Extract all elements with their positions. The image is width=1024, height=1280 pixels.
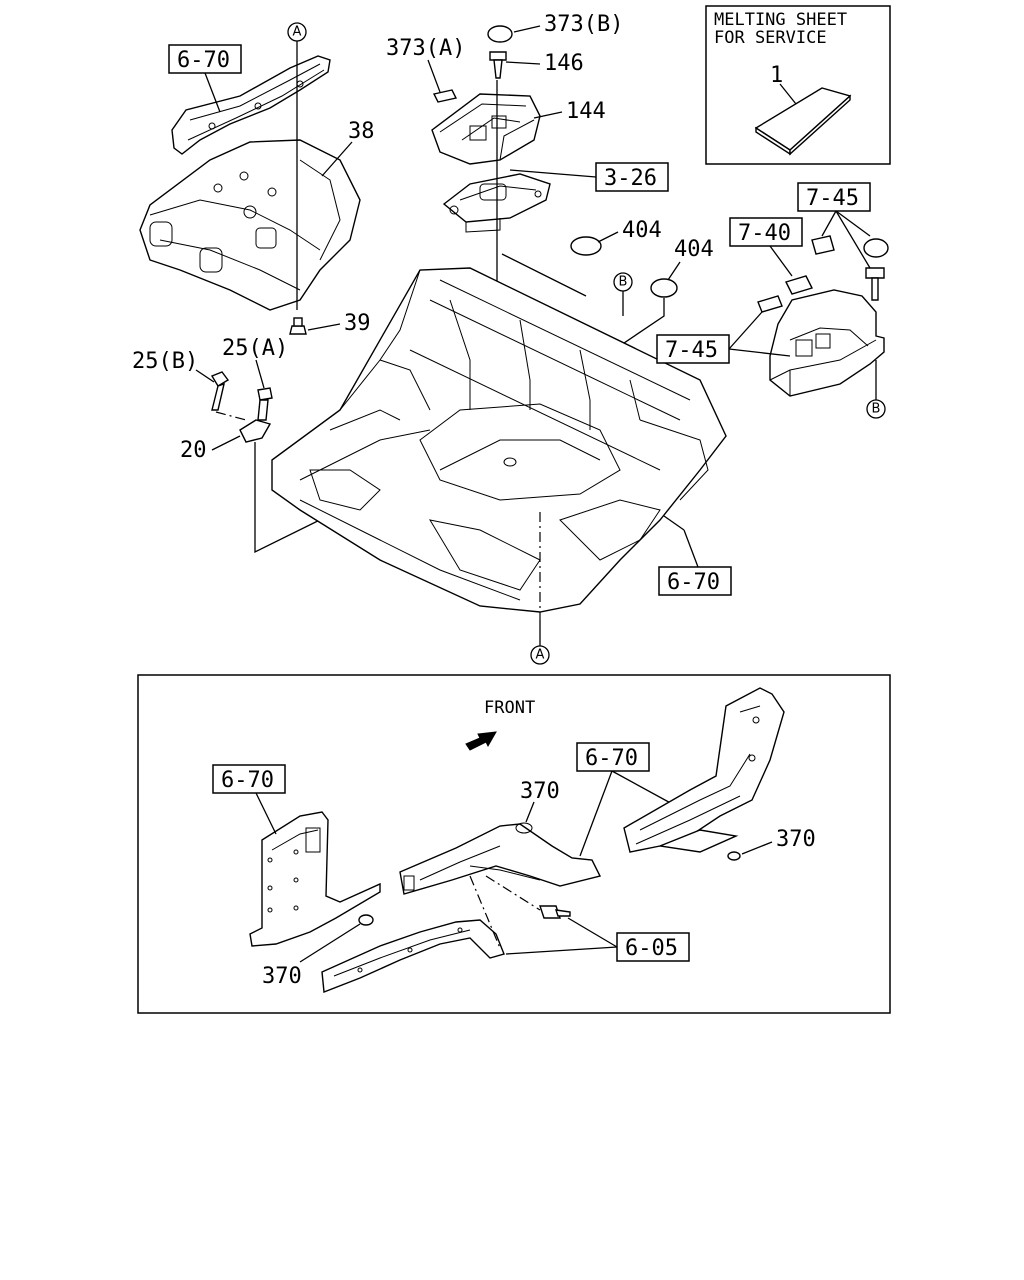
svg-text:A: A [293,25,302,40]
label-38: 38 [348,119,375,144]
label-7-40: 7-40 [738,221,791,246]
callout-7-45-mid: 7-45 [656,311,791,364]
ref-circle-a-top: A [287,22,307,310]
bolt-25a-part [257,387,273,421]
melting-sheet-part-number: 1 [770,63,783,88]
callout-6-70-topleft: 6-70 [168,44,242,113]
svg-text:B: B [872,402,881,417]
screw-146-part [489,51,507,79]
label-inset-370-top: 370 [520,779,560,804]
label-146: 146 [544,51,584,76]
callout-inset-6-05: 6-05 [505,917,690,962]
clip-7-40-part [785,275,813,295]
inset-right-rail-part [623,687,785,853]
label-6-70-right: 6-70 [667,570,720,595]
label-373a: 373(A) [386,36,465,61]
callout-6-70-right: 6-70 [658,515,732,596]
front-label: FRONT [484,698,535,718]
inset-bottom-rail-part [321,919,505,993]
cap-7-45-part [863,238,889,258]
label-3-26: 3-26 [604,166,657,191]
inset-pillar-part [249,811,381,947]
melting-sheet-part [754,87,852,156]
melting-sheet-title-line2: FOR SERVICE [714,28,827,48]
label-20: 20 [180,438,207,463]
clip-39-part [289,317,307,335]
callout-7-40: 7-40 [729,217,803,277]
label-inset-370-right: 370 [776,827,816,852]
label-373b: 373(B) [544,12,623,37]
ref-circle-a-bottom: A [530,620,550,665]
plug-inset-370-bottom-part [358,914,374,926]
label-25a: 25(A) [222,336,288,361]
plug-404-left-part [570,236,602,256]
cap-373b-part [487,25,513,43]
callout-inset-6-70-center: 6-70 [576,742,677,857]
bolt-25b-part [210,371,230,411]
console-144-part [431,93,541,165]
callout-inset-6-70-left: 6-70 [212,764,286,835]
plug-inset-370-right-part [727,851,741,861]
floor-pan-part [271,267,727,613]
clip-7-45-top-part [811,235,835,255]
heat-shield-part [139,139,361,311]
label-inset-370-bottom: 370 [262,964,302,989]
front-arrow-icon [465,731,497,751]
bolt-6-05-part [539,905,571,919]
inset-panel: FRONT 6-70 6-70 [137,674,891,1014]
center-console-box-part [769,289,885,397]
plug-404-right-part [650,278,678,298]
label-inset-6-05: 6-05 [625,936,678,961]
bracket-20-part [239,419,272,443]
label-6-70-topleft: 6-70 [177,48,230,73]
label-25b: 25(B) [132,349,198,374]
screw-7-45-part [865,267,885,301]
label-404-right: 404 [674,237,714,262]
label-39: 39 [344,311,371,336]
label-404-left: 404 [622,218,662,243]
svg-text:A: A [536,648,545,663]
svg-text:B: B [619,275,628,290]
inset-center-rail-part [399,822,602,895]
plug-373a-part [432,89,458,103]
callout-3-26: 3-26 [509,162,669,192]
rear-rail-part [171,55,331,155]
label-7-45-mid: 7-45 [665,338,718,363]
melting-sheet-panel: MELTING SHEET FOR SERVICE 1 [705,5,891,165]
label-inset-6-70-center: 6-70 [585,746,638,771]
ref-circle-b-center: B [613,272,633,316]
melting-sheet-title-line1: MELTING SHEET [714,10,847,30]
callout-7-45-top: 7-45 [797,182,871,269]
label-inset-6-70-left: 6-70 [221,768,274,793]
label-144: 144 [566,99,606,124]
ref-circle-b-right: B [866,360,886,419]
clip-7-45-mid-part [757,295,783,313]
label-7-45-top: 7-45 [806,186,859,211]
